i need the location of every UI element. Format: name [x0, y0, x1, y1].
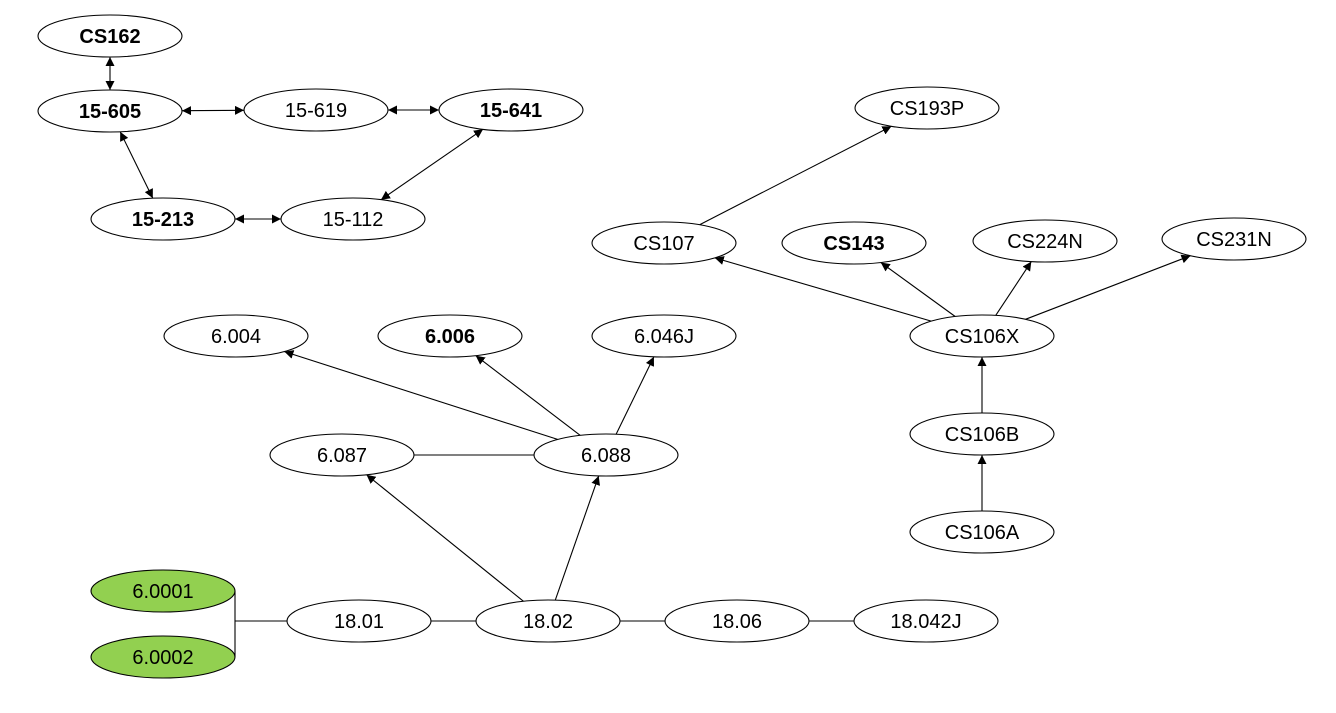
node-n15605: 15-605: [37, 89, 183, 133]
node-cs143: CS143: [781, 221, 927, 265]
node-ellipse: [243, 88, 389, 132]
node-n6046j: 6.046J: [591, 314, 737, 358]
node-label: 18.02: [523, 611, 573, 633]
node-ellipse: [972, 219, 1118, 263]
node-ellipse: [909, 412, 1055, 456]
node-label: 18.01: [334, 611, 384, 633]
edge-n6088-n6004: [284, 350, 558, 440]
node-n6087: 6.087: [269, 433, 415, 477]
node-label: CS162: [79, 26, 140, 48]
node-ellipse: [475, 599, 621, 643]
node-n1806: 18.06: [664, 599, 810, 643]
node-ellipse: [1161, 217, 1307, 261]
node-ellipse: [781, 221, 927, 265]
edge-cs106x-cs231n: [1025, 254, 1191, 320]
node-ellipse: [37, 14, 183, 58]
node-label: 15-641: [480, 100, 542, 122]
node-label: 6.006: [425, 326, 475, 348]
node-label: 18.042J: [890, 611, 961, 633]
edge-n1802-n6088: [554, 475, 600, 601]
node-label: CS193P: [890, 98, 965, 120]
node-cs106a: CS106A: [909, 510, 1055, 554]
node-cs107: CS107: [591, 221, 737, 265]
node-label: CS106B: [945, 424, 1020, 446]
node-ellipse: [438, 88, 584, 132]
node-label: 15-112: [323, 209, 384, 231]
node-n6004: 6.004: [163, 314, 309, 358]
edge-n6088-n6006: [475, 355, 581, 436]
node-ellipse: [854, 86, 1000, 130]
node-cs106b: CS106B: [909, 412, 1055, 456]
node-ellipse: [377, 314, 523, 358]
node-n60002: 6.0002: [90, 635, 236, 679]
node-label: 18.06: [712, 611, 762, 633]
node-label: CS143: [823, 233, 884, 255]
node-cs193p: CS193P: [854, 86, 1000, 130]
edge-n15605-n15213: [119, 131, 154, 199]
node-ellipse: [90, 569, 236, 613]
node-n15213: 15-213: [90, 197, 236, 241]
node-n18042j: 18.042J: [853, 599, 999, 643]
node-ellipse: [37, 89, 183, 133]
node-n1801: 18.01: [286, 599, 432, 643]
edge-n6088-n6046j: [615, 356, 655, 435]
node-ellipse: [591, 221, 737, 265]
node-label: 6.0001: [132, 581, 193, 603]
node-label: 6.088: [581, 445, 631, 467]
node-n15112: 15-112: [280, 197, 426, 241]
node-ellipse: [280, 197, 426, 241]
node-ellipse: [90, 635, 236, 679]
node-ellipse: [90, 197, 236, 241]
node-ellipse: [163, 314, 309, 358]
node-label: CS106X: [945, 326, 1020, 348]
nodes-layer: CS162 15-605 15-619 15-641 15-213 15-112 CS193…: [37, 14, 1307, 679]
node-label: 15-605: [79, 101, 141, 123]
node-label: 6.004: [211, 326, 261, 348]
node-label: 15-213: [132, 209, 194, 231]
node-ellipse: [909, 510, 1055, 554]
edge-cs106x-cs143: [880, 262, 956, 317]
node-ellipse: [533, 433, 679, 477]
node-label: CS107: [633, 233, 694, 255]
edge-cs106x-cs224n: [995, 261, 1032, 316]
edge-cs107-cs193p: [699, 125, 892, 226]
node-n6006: 6.006: [377, 314, 523, 358]
node-ellipse: [269, 433, 415, 477]
node-n1802: 18.02: [475, 599, 621, 643]
node-n60001: 6.0001: [90, 569, 236, 613]
node-ellipse: [286, 599, 432, 643]
node-cs224n: CS224N: [972, 219, 1118, 263]
node-label: CS231N: [1196, 229, 1272, 251]
node-cs106x: CS106X: [909, 314, 1055, 358]
node-label: 6.0002: [132, 647, 193, 669]
node-n15641: 15-641: [438, 88, 584, 132]
edge-cs106x-cs107: [714, 256, 932, 322]
edges-layer: [105, 57, 1191, 657]
node-label: 6.046J: [634, 326, 694, 348]
node-ellipse: [909, 314, 1055, 358]
node-label: CS106A: [945, 522, 1020, 544]
node-cs162: CS162: [37, 14, 183, 58]
node-label: CS224N: [1007, 231, 1083, 253]
node-ellipse: [591, 314, 737, 358]
node-label: 6.087: [317, 445, 367, 467]
edge-n15112-n15641: [380, 128, 484, 201]
node-label: 15-619: [285, 100, 347, 122]
edge-n1802-n6087: [366, 474, 524, 602]
node-cs231n: CS231N: [1161, 217, 1307, 261]
node-n6088: 6.088: [533, 433, 679, 477]
node-n15619: 15-619: [243, 88, 389, 132]
node-ellipse: [664, 599, 810, 643]
node-ellipse: [853, 599, 999, 643]
